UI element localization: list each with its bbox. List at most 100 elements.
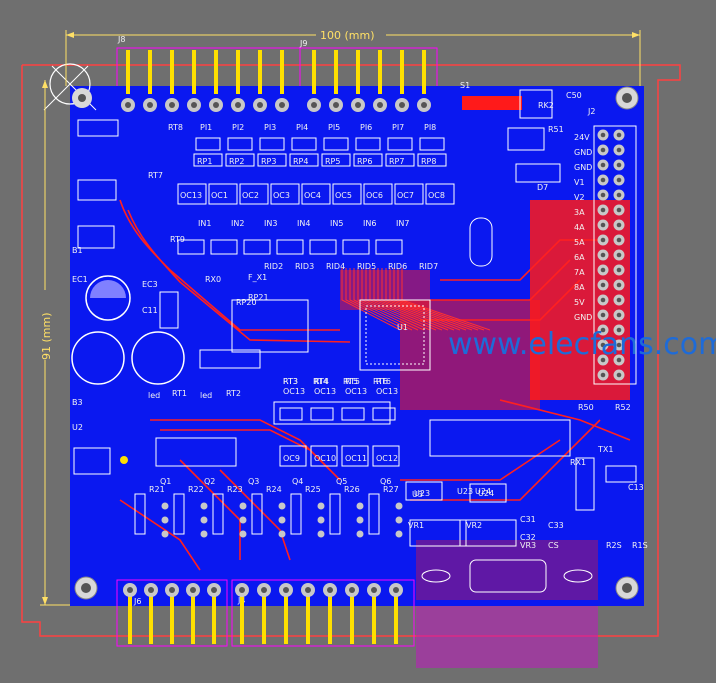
oc-footprint [372, 407, 396, 421]
optocoupler-outline [279, 445, 307, 467]
dimension-height: 91 (mm) [38, 80, 70, 606]
optocoupler-label: OC6 [366, 191, 383, 200]
side-pin-label: 8A [574, 283, 585, 292]
side-header-outline [593, 125, 637, 385]
via-pad [239, 502, 247, 510]
rid-label: RID5 [357, 262, 376, 271]
component-label: led [200, 391, 212, 400]
resistor-footprint [375, 239, 403, 255]
optocoupler-label: OC1 [211, 191, 228, 200]
component-outline [605, 465, 637, 483]
component-label: RT6 [373, 377, 388, 386]
component-label: RT7 [148, 171, 163, 180]
header-pin [212, 596, 216, 644]
optocoupler-label: OC12 [376, 454, 398, 463]
via-pad [278, 516, 286, 524]
component-label: B3 [72, 398, 83, 407]
component-label: EC3 [142, 280, 158, 289]
header-pin [262, 596, 266, 644]
bottom-component-label: R2S [606, 541, 622, 550]
header-pin [394, 596, 398, 644]
fiducial-marker [43, 63, 97, 111]
resistor-label: R25 [305, 485, 321, 494]
bus-trace [349, 268, 413, 331]
header-drill [399, 102, 405, 108]
side-header-drill [600, 177, 606, 183]
resistor-label: R27 [383, 485, 399, 494]
via-pad [356, 530, 364, 538]
side-header-drill [616, 147, 622, 153]
header-pin [214, 50, 218, 94]
side-header-drill [600, 147, 606, 153]
side-header-drill [600, 282, 606, 288]
optocoupler-outline [177, 183, 207, 205]
bottom-header-pins[interactable] [116, 579, 415, 647]
resistor-pack-label: RP3 [261, 157, 276, 166]
resistor-outline [173, 493, 185, 535]
via-pad [200, 516, 208, 524]
via-pad [200, 530, 208, 538]
header-pin [170, 596, 174, 644]
side-header-drill [616, 357, 622, 363]
component-outline [507, 127, 545, 151]
header-pin [148, 50, 152, 94]
pi-label: PI2 [232, 123, 244, 132]
header-drill [349, 587, 355, 593]
header-drill [393, 587, 399, 593]
header-pin [284, 596, 288, 644]
component-label: RT5 [343, 377, 358, 386]
optocoupler-outline [208, 183, 238, 205]
side-header-drill [600, 132, 606, 138]
component-label: U24 [475, 487, 491, 496]
bus-trace [345, 268, 407, 331]
microcontroller-u1 [359, 299, 431, 371]
header-pin [372, 596, 376, 644]
via-pad [395, 502, 403, 510]
pi-label: RT8 [168, 123, 183, 132]
resistor-pack-label: RP5 [325, 157, 340, 166]
resistor-outline [329, 493, 341, 535]
pi-label: PI6 [360, 123, 372, 132]
top-header-pins[interactable] [121, 50, 431, 112]
optocoupler-label: OC11 [345, 454, 367, 463]
header-drill [261, 587, 267, 593]
side-header-drill [616, 267, 622, 273]
side-header-pins[interactable] [593, 125, 637, 385]
copper-trace [499, 399, 631, 441]
header-pin [422, 50, 426, 94]
component-label: C33 [548, 521, 564, 530]
component-outline [575, 457, 595, 511]
keepout-bottom-right [416, 600, 598, 668]
side-header-drill [600, 372, 606, 378]
header-drill [213, 102, 219, 108]
resistor-pack-label: RP8 [421, 157, 436, 166]
resistor-pack-outline [417, 153, 447, 167]
mount-hole-br-center [622, 583, 632, 593]
resistor-footprint [177, 239, 205, 255]
side-header-drill [600, 312, 606, 318]
header-drill [191, 102, 197, 108]
side-pin-label: V2 [574, 193, 585, 202]
side-header-drill [600, 162, 606, 168]
transistor-label: Q4 [292, 477, 303, 486]
component-label: U23 [457, 487, 473, 496]
capacitor-ec3 [71, 331, 185, 385]
resistor-pack-outline [321, 153, 351, 167]
header-pin [191, 596, 195, 644]
input-label: IN2 [231, 219, 244, 228]
resistor-pack-label: RP7 [389, 157, 404, 166]
crystal-y1 [469, 217, 493, 267]
capacitor-footprint [323, 137, 349, 151]
via-pad [278, 530, 286, 538]
header-drill [125, 102, 131, 108]
component-label: RP20 [236, 298, 257, 307]
oc-sub-label: OC13 [376, 387, 398, 396]
connector-label: J8 [117, 35, 125, 44]
header-pin [149, 596, 153, 644]
side-header-drill [616, 297, 622, 303]
pi-label: PI4 [296, 123, 308, 132]
component-label: RT1 [172, 389, 187, 398]
via-pad [317, 502, 325, 510]
